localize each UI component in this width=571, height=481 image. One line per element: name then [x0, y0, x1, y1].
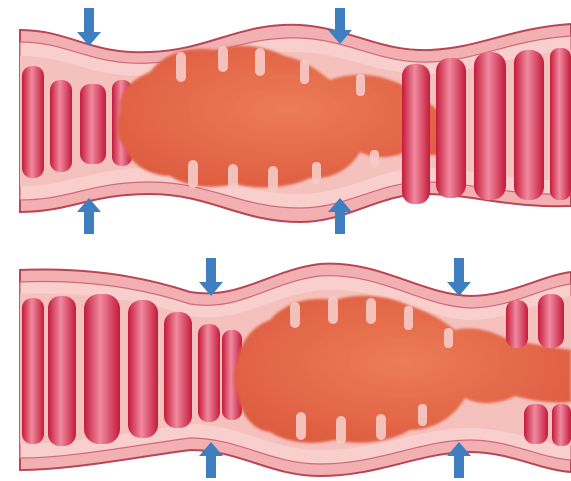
- arrow-icon: [199, 258, 223, 296]
- arrow-icon: [77, 8, 101, 46]
- intestine-segment-bottom: [20, 258, 571, 478]
- intestine-segment-top: [20, 8, 571, 234]
- arrow-icon: [447, 258, 471, 296]
